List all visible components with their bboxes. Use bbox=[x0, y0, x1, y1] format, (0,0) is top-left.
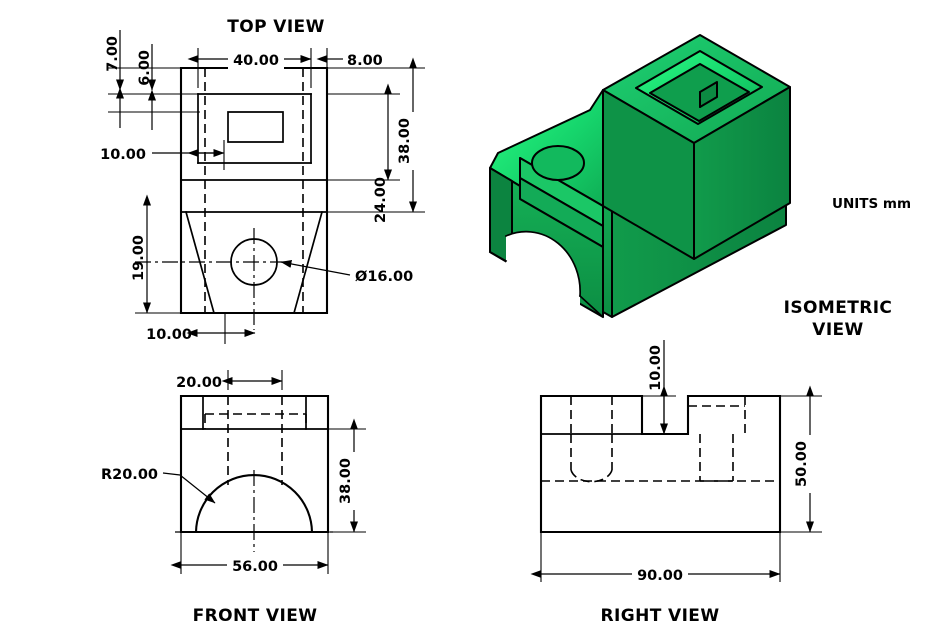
dim-top-diameter: Ø16.00 bbox=[280, 260, 413, 285]
dim-right-50: 50.00 bbox=[780, 385, 822, 533]
dim-top-19: 19.00 bbox=[131, 194, 181, 314]
dim-label-24: 24.00 bbox=[373, 177, 389, 223]
dim-front-56: 56.00 bbox=[170, 532, 329, 575]
right-view-title: RIGHT VIEW bbox=[601, 606, 720, 626]
dim-front-38: 38.00 bbox=[328, 418, 366, 533]
right-view-group: RIGHT VIEW bbox=[530, 340, 822, 626]
dim-right-10: 10.00 bbox=[642, 340, 676, 435]
iso-arch-cut-mask bbox=[506, 231, 581, 330]
dim-label-20: 20.00 bbox=[176, 375, 222, 391]
dim-front-r20: R20.00 bbox=[101, 467, 216, 504]
dim-top-10a: 10.00 bbox=[100, 140, 225, 170]
front-view-title: FRONT VIEW bbox=[193, 606, 318, 626]
dim-label-56: 56.00 bbox=[232, 559, 278, 575]
top-view-title: TOP VIEW bbox=[227, 17, 324, 37]
dim-label-r20: R20.00 bbox=[101, 467, 158, 483]
top-view-hole bbox=[135, 228, 290, 330]
dim-label-diameter-16: Ø16.00 bbox=[355, 269, 413, 285]
dim-label-19: 19.00 bbox=[131, 235, 147, 281]
iso-lower-edge-right bbox=[578, 294, 605, 319]
isometric-view-group: UNITS mm ISOMETRIC VIEW bbox=[488, 34, 911, 340]
dim-label-50: 50.00 bbox=[794, 441, 810, 487]
dim-top-38: 38.00 bbox=[327, 57, 425, 213]
top-view-group: TOP VIEW bbox=[100, 17, 425, 344]
dim-label-6: 6.00 bbox=[137, 50, 153, 86]
front-view-hidden-lines bbox=[204, 396, 307, 485]
right-view-outline bbox=[539, 394, 782, 534]
right-view-hidden-lines bbox=[541, 396, 780, 483]
dim-label-38-front: 38.00 bbox=[338, 458, 354, 504]
dim-label-10-a: 10.00 bbox=[100, 147, 146, 163]
dim-label-40: 40.00 bbox=[233, 53, 279, 69]
dim-top-10b: 10.00 bbox=[146, 313, 256, 344]
dim-top-8: 8.00 bbox=[316, 48, 383, 69]
isometric-view-title-line1: ISOMETRIC bbox=[784, 298, 893, 318]
iso-hole-ellipse bbox=[531, 145, 585, 181]
top-view-hidden-lines bbox=[204, 68, 304, 313]
dim-label-10-b: 10.00 bbox=[146, 327, 192, 343]
isometric-view-title-line2: VIEW bbox=[812, 320, 863, 340]
iso-arch-edge bbox=[504, 230, 581, 297]
dim-label-10-right: 10.00 bbox=[648, 345, 664, 391]
dim-label-90: 90.00 bbox=[637, 568, 683, 584]
iso-solid bbox=[488, 34, 791, 330]
iso-lower-edge-left bbox=[488, 250, 508, 263]
dim-label-7: 7.00 bbox=[105, 36, 121, 72]
dim-top-24: 24.00 bbox=[327, 83, 400, 223]
dim-label-8: 8.00 bbox=[347, 53, 383, 69]
dim-front-20: 20.00 bbox=[176, 370, 283, 391]
units-note: UNITS mm bbox=[832, 196, 911, 212]
front-view-group: FRONT VIEW 20.00 bbox=[101, 370, 366, 626]
dim-right-90: 90.00 bbox=[530, 532, 781, 584]
dim-label-38-top: 38.00 bbox=[397, 118, 413, 164]
dim-top-6: 6.00 bbox=[108, 44, 200, 130]
